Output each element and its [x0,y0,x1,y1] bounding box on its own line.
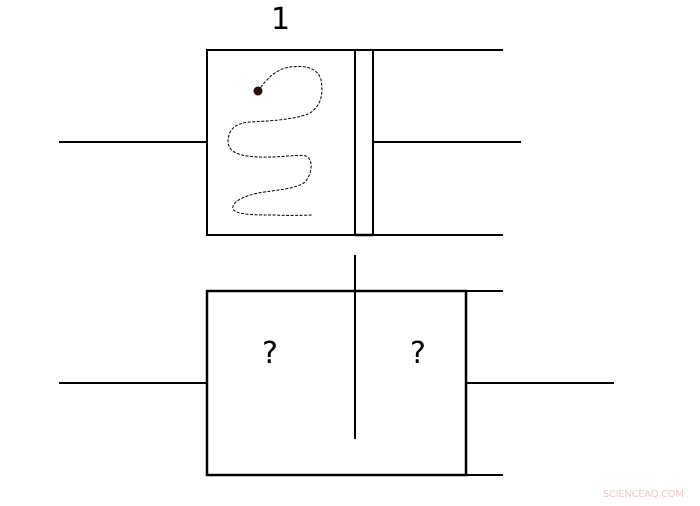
top-panel [59,49,521,237]
watermark: SCIENCEAQ.COM [603,489,684,500]
particle-dot [253,86,263,96]
particle-trajectory [227,65,323,216]
bottom-panel [59,255,614,477]
right-chamber-question-mark: ? [410,336,426,371]
left-chamber-question-mark: ? [262,336,278,371]
bottom-box [205,289,468,477]
top-box [206,49,356,236]
panel-number-label: 1 [271,2,291,37]
